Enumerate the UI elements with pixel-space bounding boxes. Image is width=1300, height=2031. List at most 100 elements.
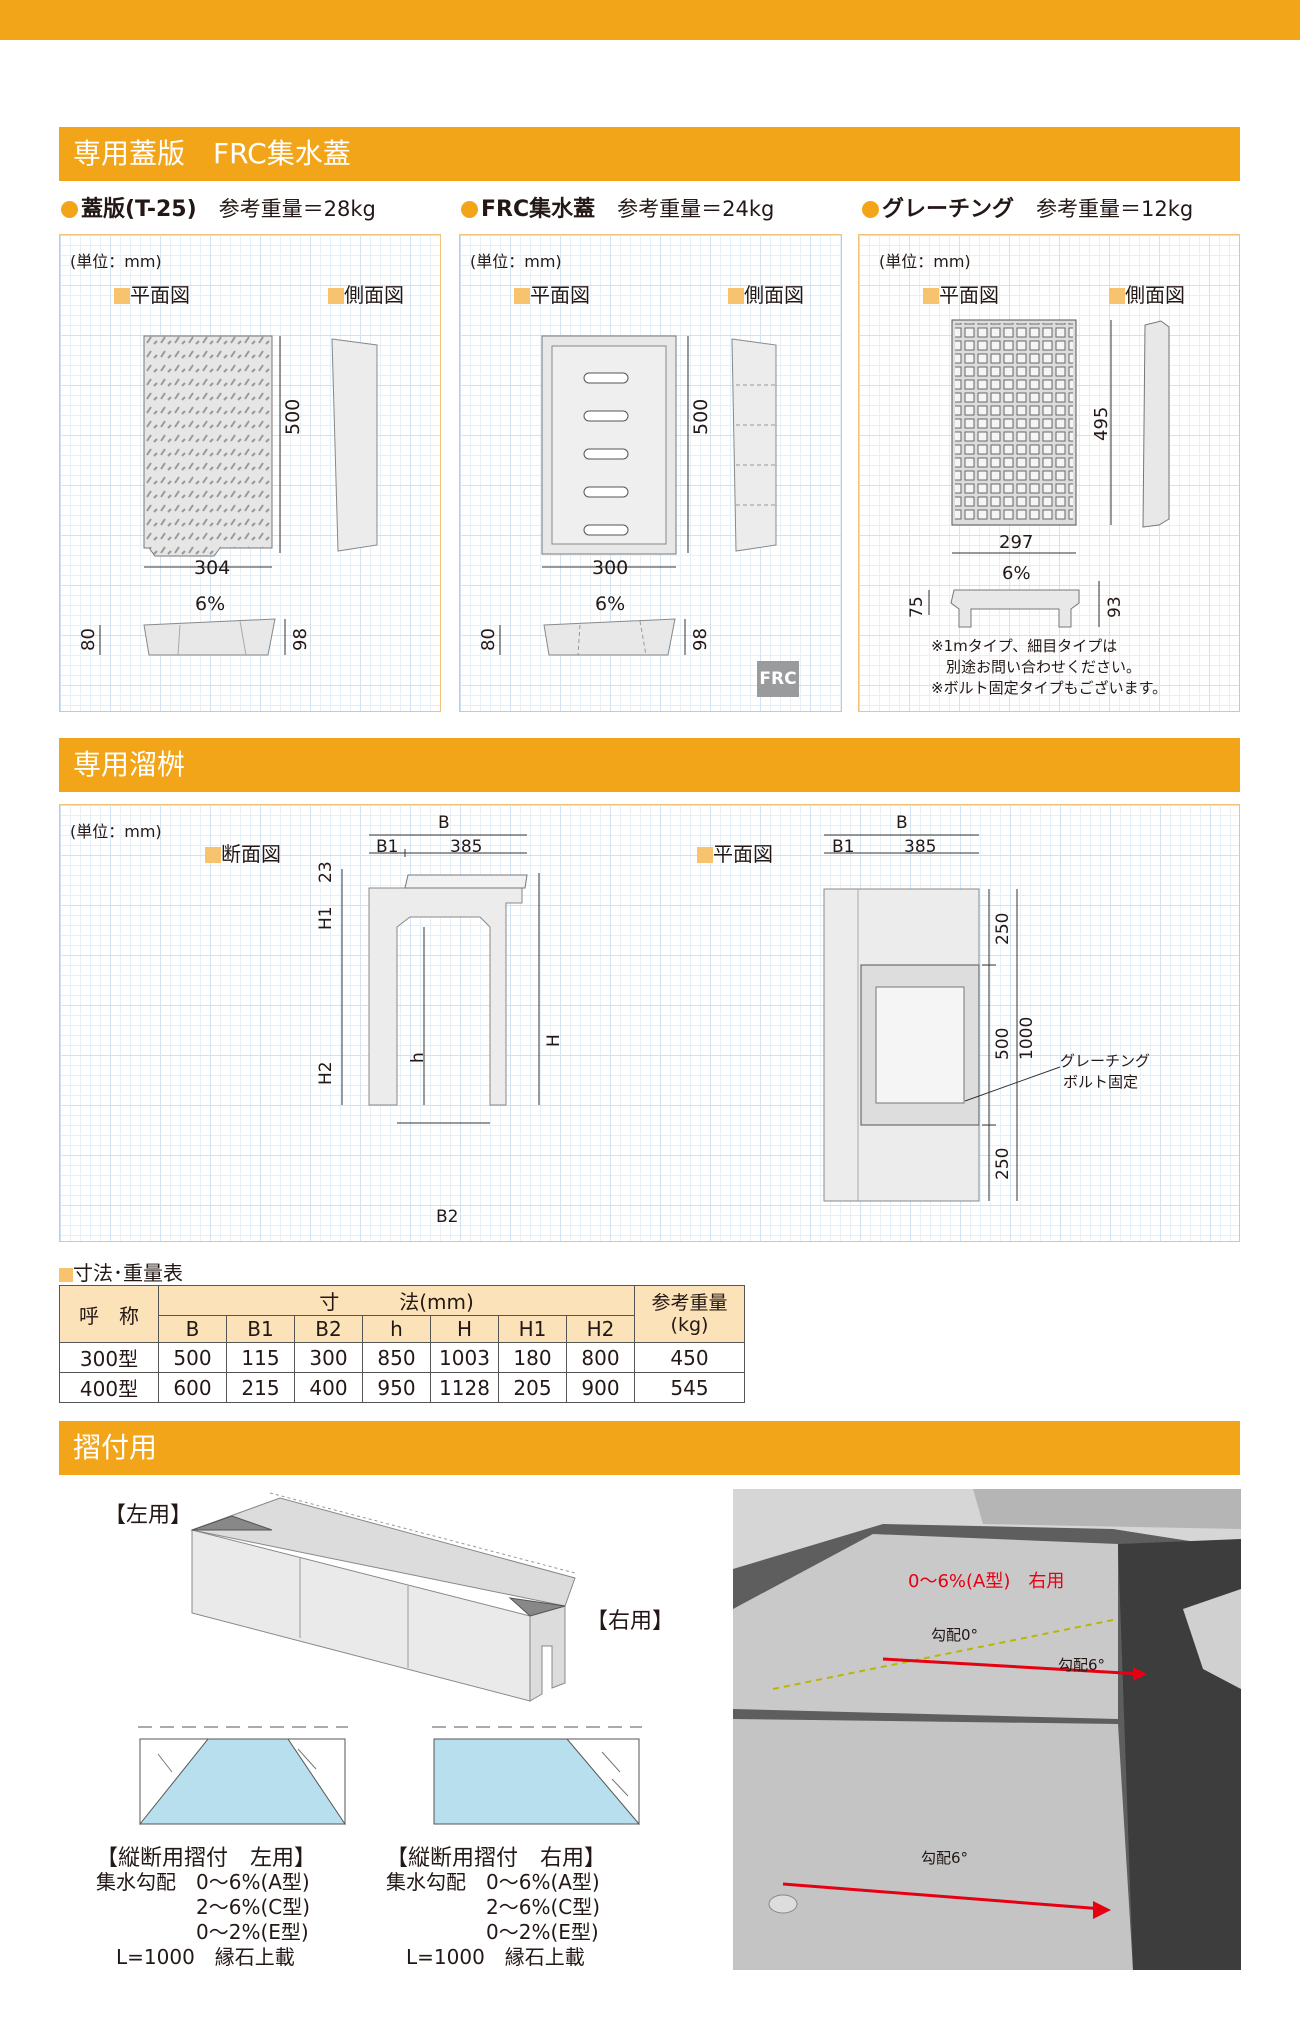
side-view-label: 側面図: [1109, 279, 1185, 308]
dim-H: H: [544, 1034, 564, 1047]
table-cell: 500: [158, 1342, 227, 1373]
table-cell: 180: [498, 1342, 567, 1373]
item-name: グレーチング: [882, 197, 1015, 222]
table-cell: 950: [362, 1372, 431, 1403]
dimension-98: 98: [290, 628, 311, 651]
basin-drawing: [341, 834, 1061, 1202]
panel-basin: (単位：mm) 断面図 平面図 B B1 385 23 H1 H2 h H B2…: [59, 804, 1240, 1242]
unit-label: (単位：mm): [879, 252, 971, 271]
road-scene: [733, 1489, 1241, 1970]
square-marker-icon: [1109, 288, 1125, 304]
dim-B2: B2: [436, 1207, 459, 1227]
slope-6pct: 6%: [595, 593, 626, 615]
side-view-label: 側面図: [728, 279, 804, 308]
dim-h: h: [408, 1052, 428, 1063]
photo-slope-0: 勾配0°: [931, 1626, 979, 1644]
table-col-header: B1: [226, 1315, 295, 1343]
grating-notes: ※1mタイプ、細目タイプは 別途お問い合わせください。 ※ボルト固定タイプもござ…: [931, 636, 1167, 699]
table-row: 400型 600 215 400 950 1128 205 900 545: [59, 1372, 745, 1403]
table-header-dimensions: 寸 法(mm): [158, 1285, 635, 1316]
left-use-label: 【左用】: [104, 1503, 193, 1528]
note-line: ※ボルト固定タイプもございます。: [931, 679, 1168, 697]
photo-label-type: 0～6%(A型) 右用: [908, 1571, 1065, 1592]
dim-B: B: [438, 813, 450, 833]
photo-slope-6-upper: 勾配6°: [1058, 1656, 1106, 1674]
table-cell: 1003: [430, 1342, 499, 1373]
top-color-bar: [0, 0, 1300, 40]
table-cell: 545: [634, 1372, 745, 1403]
dimension-weight-table: 呼 称 寸 法(mm) 参考重量(kg) B B1 B2 h H H1 H2 3…: [59, 1285, 745, 1403]
grating-drawing: [928, 319, 1170, 628]
table-cell: 900: [566, 1372, 635, 1403]
dim-385: 385: [904, 837, 937, 857]
dim-23: 23: [316, 861, 336, 883]
dim-B1: B1: [832, 837, 855, 857]
table-row: 300型 500 115 300 850 1003 180 800 450: [59, 1342, 745, 1373]
right-fitting-section-icon: [432, 1726, 642, 1826]
dimension-495: 495: [1091, 406, 1112, 441]
table-col-header: B2: [294, 1315, 363, 1343]
table-cell: 800: [566, 1342, 635, 1373]
unit-label: (単位：mm): [70, 252, 162, 271]
panel-grating: (単位：mm) 平面図 側面図 495 297 6% 75 93 ※1mタイプ、…: [858, 234, 1240, 712]
table-caption: 寸法･重量表: [59, 1257, 183, 1286]
item-weight: 参考重量＝28kg: [218, 197, 376, 221]
table-cell: 300型: [59, 1342, 159, 1373]
dimension-500: 500: [690, 398, 712, 435]
side-view-label: 側面図: [328, 279, 404, 308]
slope-6pct: 6%: [195, 593, 226, 615]
panel-cover-plate: (単位：mm) 平面図 側面図 500 304 6% 80 98: [59, 234, 441, 712]
dimension-304: 304: [194, 557, 231, 579]
item-grating: グレーチング参考重量＝12kg: [862, 191, 1193, 223]
section-view-label: 断面図: [205, 838, 281, 867]
dimension-80: 80: [78, 628, 99, 651]
bullet-icon: [862, 201, 879, 218]
dimension-297: 297: [999, 532, 1034, 553]
section-header-cover: 専用蓋版 FRC集水蓋: [59, 127, 1240, 181]
dim-250-bottom: 250: [993, 1147, 1013, 1180]
dim-B1: B1: [376, 837, 399, 857]
section-header-fitting: 摺付用: [59, 1421, 1240, 1475]
table-cell: 400型: [59, 1372, 159, 1403]
panel-frc-cover: (単位：mm) 平面図 側面図 500 300 6% 80 98 FRC: [459, 234, 842, 712]
dimension-98: 98: [690, 628, 711, 651]
square-marker-icon: [328, 288, 344, 304]
plan-view-label: 平面図: [514, 279, 590, 308]
item-cover-plate: 蓋版(T-25)参考重量＝28kg: [61, 191, 376, 223]
table-cell: 600: [158, 1372, 227, 1403]
table-col-header: H: [430, 1315, 499, 1343]
table-cell: 205: [498, 1372, 567, 1403]
square-marker-icon: [514, 288, 530, 304]
dimension-500: 500: [282, 398, 304, 435]
dimension-93: 93: [1105, 596, 1125, 618]
table-col-header: B: [158, 1315, 227, 1343]
plan-view-label: 平面図: [697, 838, 773, 867]
square-marker-icon: [728, 288, 744, 304]
note-line: 別途お問い合わせください。: [931, 658, 1142, 676]
dim-H1: H1: [316, 906, 336, 930]
dim-500: 500: [993, 1027, 1013, 1060]
table-cell: 400: [294, 1372, 363, 1403]
square-marker-icon: [205, 847, 221, 863]
dim-H2: H2: [316, 1061, 336, 1085]
table-cell: 115: [226, 1342, 295, 1373]
slope-6pct: 6%: [1002, 563, 1031, 584]
square-marker-icon: [59, 1268, 73, 1282]
square-marker-icon: [114, 288, 130, 304]
table-cell: 450: [634, 1342, 745, 1373]
note-line: ※1mタイプ、細目タイプは: [931, 637, 1118, 655]
right-fitting-caption: 【縦断用摺付 右用】: [386, 1846, 607, 1871]
plan-view-label: 平面図: [114, 279, 190, 308]
dim-385: 385: [450, 837, 483, 857]
table-header-weight: 参考重量(kg): [634, 1285, 745, 1343]
square-marker-icon: [697, 847, 713, 863]
right-use-label: 【右用】: [586, 1609, 675, 1634]
dim-250-top: 250: [993, 912, 1013, 945]
bolt-fixed-label: ボルト固定: [1063, 1073, 1139, 1091]
table-cell: 1128: [430, 1372, 499, 1403]
dim-B: B: [896, 813, 908, 833]
table-col-header: H1: [498, 1315, 567, 1343]
item-weight: 参考重量＝12kg: [1036, 197, 1194, 221]
item-frc-cover: FRC集水蓋参考重量＝24kg: [461, 191, 774, 223]
item-name: FRC集水蓋: [481, 197, 596, 222]
